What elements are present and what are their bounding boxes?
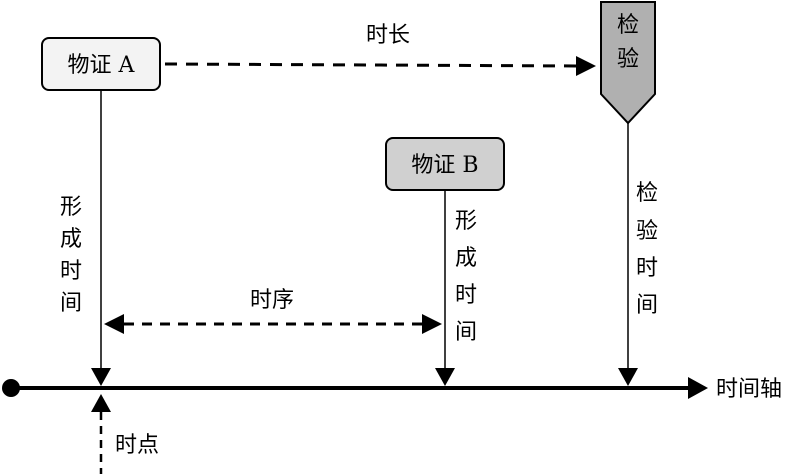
evidence-b-form-char-3: 时 [455,283,477,308]
evidence-a-node: 物证 A [41,37,161,91]
inspection-label-char-1: 检 [617,13,639,38]
inspection-marker [600,1,656,125]
time-axis-label: 时间轴 [716,377,782,402]
time-point-up-arrowhead [91,394,111,412]
sequence-right-arrowhead [422,314,442,334]
evidence-b-formation-time-label: 形 成 时 间 [455,209,477,345]
time-axis: 时间轴 [2,377,782,402]
evidence-a-form-char-2: 成 [60,227,82,252]
evidence-a-label: 物证 A [68,53,136,78]
sequence-label: 时序 [250,288,294,313]
duration-arrowhead [576,56,596,76]
duration-arrow: 时长 [164,23,596,76]
evidence-b-formation-line [435,190,455,386]
sequence-left-arrowhead [104,314,124,334]
duration-label: 时长 [366,23,410,48]
evidence-a-form-char-1: 形 [60,195,82,220]
evidence-b-node: 物证 B [385,137,505,191]
inspection-label-char-2: 验 [617,47,639,72]
inspection-node: 检 验 [600,1,656,125]
inspection-time-char-1: 检 [636,181,658,206]
evidence-a-formation-time-label: 形 成 时 间 [60,195,82,316]
time-point-label: 时点 [115,433,159,458]
time-point-arrow: 时点 [91,394,159,474]
inspection-time-char-4: 间 [636,293,658,318]
evidence-b-down-arrowhead [435,368,455,386]
evidence-a-down-arrowhead [91,368,111,386]
time-axis-arrowhead [688,377,708,399]
evidence-b-form-char-2: 成 [455,246,477,271]
inspection-time-label: 检 验 时 间 [636,181,658,318]
inspection-time-char-3: 时 [636,256,658,281]
inspection-time-char-2: 验 [636,219,658,244]
evidence-b-form-char-1: 形 [455,209,477,234]
evidence-a-form-char-3: 时 [60,259,82,284]
evidence-a-form-char-4: 间 [60,291,82,316]
sequence-arrow: 时序 [104,288,442,334]
evidence-b-label: 物证 B [411,153,478,178]
inspection-down-arrowhead [618,368,638,386]
evidence-b-form-char-4: 间 [455,320,477,345]
evidence-a-formation-line [91,90,111,386]
inspection-time-line [618,123,638,386]
